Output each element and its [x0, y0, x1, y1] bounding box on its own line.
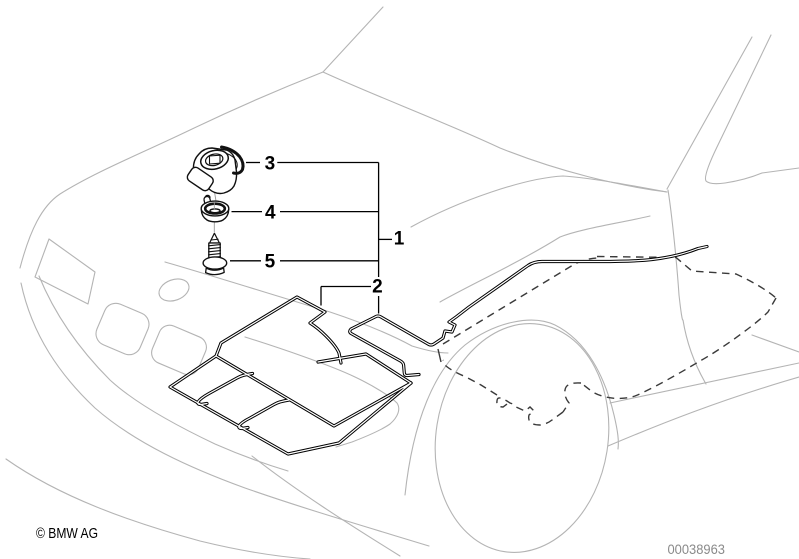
- svg-text:© BMW AG: © BMW AG: [36, 525, 98, 542]
- svg-text:1: 1: [394, 228, 405, 249]
- svg-text:4: 4: [265, 203, 276, 224]
- svg-text:2: 2: [372, 276, 383, 297]
- svg-text:00038963: 00038963: [668, 542, 726, 557]
- svg-text:3: 3: [265, 153, 276, 174]
- svg-text:5: 5: [265, 252, 276, 273]
